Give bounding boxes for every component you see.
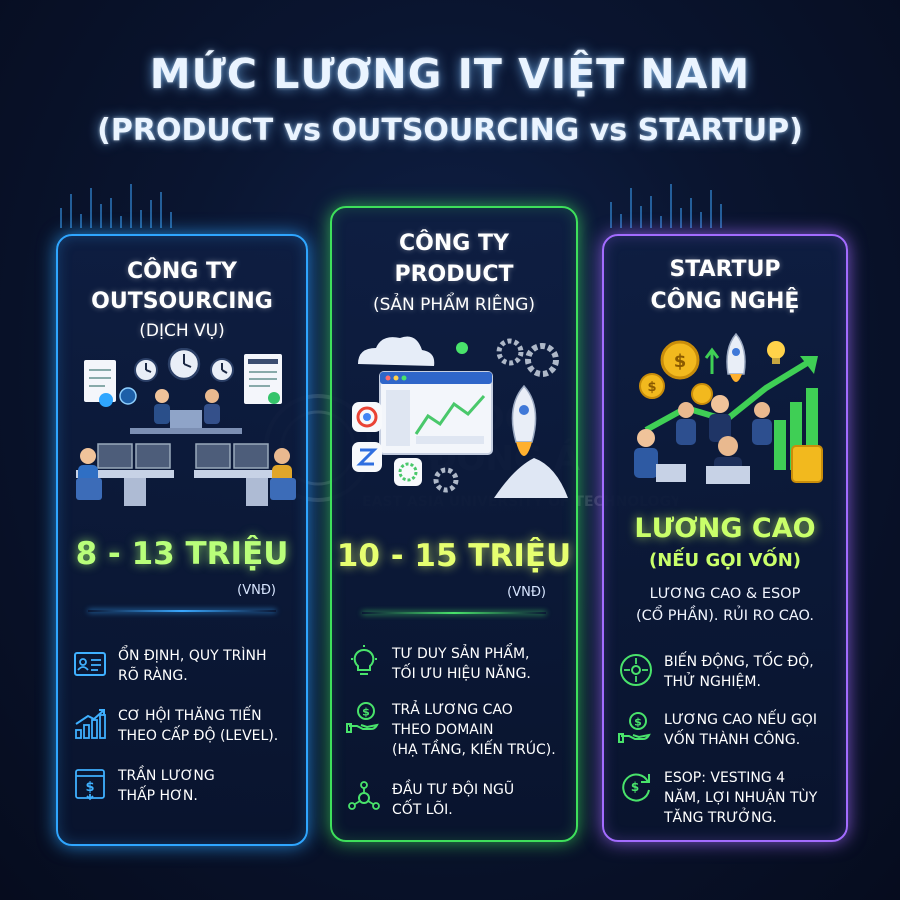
product-unit: (VNĐ) (507, 585, 546, 600)
svg-text:$: $ (631, 780, 639, 794)
outsourcing-salary: 8 - 13 TRIỆU (75, 536, 289, 572)
money-hand-icon: $ (618, 712, 651, 743)
svg-text:$: $ (647, 380, 656, 395)
page-subtitle: (PRODUCT vs OUTSOURCING vs STARTUP) (97, 113, 803, 148)
product-feature-2-line-2: THEO DOMAIN (392, 722, 494, 738)
outsourcing-feature-2-line-1: CƠ HỘI THĂNG TIẾN (118, 708, 262, 724)
product-heading-2: PRODUCT (394, 262, 514, 287)
startup-feature-2-line-2: VỐN THÀNH CÔNG. (664, 732, 801, 748)
product-feature-3-line-2: CỐT LÕI. (392, 802, 453, 818)
product-salary: 10 - 15 TRIỆU (336, 538, 572, 574)
product-card: CÔNG TY PRODUCT (SẢN PHẨM RIÊNG) 10 - 15… (330, 206, 578, 842)
product-feature-2-line-3: (HẠ TẦNG, KIẾN TRÚC). (392, 742, 556, 758)
product-feature-2: $ TRẢ LƯƠNG CAO THEO DOMAIN (HẠ TẦNG, KI… (346, 700, 568, 760)
outsourcing-feature-3-line-1: TRẦN LƯƠNG (118, 768, 215, 784)
money-hand-icon: $ (346, 702, 379, 733)
startup-salary: LƯƠNG CAO (634, 513, 816, 544)
product-feature-1: TƯ DUY SẢN PHẨM, TỐI ƯU HIỆU NĂNG. (346, 644, 568, 684)
growth-chart-icon (75, 709, 106, 739)
outsourcing-feature-3: $ TRẦN LƯƠNG THẤP HƠN. (72, 766, 298, 806)
product-heading-3: (SẢN PHẨM RIÊNG) (373, 295, 535, 315)
page-title: MỨC LƯƠNG IT VIỆT NAM (149, 50, 751, 98)
startup-feature-3: $ ESOP: VESTING 4 NĂM, LỢI NHUẬN TÙY TĂN… (618, 768, 838, 828)
startup-note-line-2: (CỔ PHẦN). RỦI RO CAO. (636, 608, 814, 624)
startup-team-illustration: $ $ (634, 332, 823, 484)
outsourcing-feature-2-line-2: THEO CẤP ĐỘ (LEVEL). (118, 728, 279, 744)
startup-feature-2: $ LƯƠNG CAO NẾU GỌI VỐN THÀNH CÔNG. (618, 710, 838, 750)
startup-feature-1-line-1: BIẾN ĐỘNG, TỐC ĐỘ, (664, 654, 814, 670)
svg-text:$: $ (85, 780, 94, 795)
product-app-illustration (352, 336, 568, 498)
product-feature-1-line-2: TỐI ƯU HIỆU NĂNG. (392, 666, 531, 682)
startup-heading-1: STARTUP (669, 257, 781, 282)
product-feature-3: ĐẦU TƯ ĐỘI NGŨ CỐT LÕI. (346, 780, 568, 820)
outsourcing-feature-1-line-2: RÕ RÀNG. (118, 668, 188, 684)
outsourcing-feature-1-line-1: ỔN ĐỊNH, QUY TRÌNH (118, 648, 267, 664)
outsourcing-divider (88, 610, 276, 612)
vesting-cycle-icon: $ (622, 773, 650, 802)
product-divider (362, 612, 546, 614)
startup-card: STARTUP CÔNG NGHỆ $ $ LƯƠNG CA (602, 234, 848, 842)
outsourcing-feature-3-line-2: THẤP HƠN. (118, 788, 198, 804)
decorative-lines-right (610, 178, 750, 228)
volatility-icon (620, 654, 652, 686)
outsourcing-unit: (VNĐ) (237, 583, 276, 598)
startup-feature-2-line-1: LƯƠNG CAO NẾU GỌI (664, 712, 817, 728)
outsourcing-feature-1: ỔN ĐỊNH, QUY TRÌNH RÕ RÀNG. (72, 646, 298, 686)
startup-feature-1: BIẾN ĐỘNG, TỐC ĐỘ, THỬ NGHIỆM. (618, 652, 838, 692)
startup-heading-2: CÔNG NGHỆ (650, 289, 800, 314)
outsourcing-heading-1: CÔNG TY (127, 259, 237, 284)
team-network-icon (348, 781, 380, 810)
startup-feature-3-line-2: NĂM, LỢI NHUẬN TÙY (664, 790, 818, 806)
startup-feature-3-line-1: ESOP: VESTING 4 (664, 770, 786, 786)
lightbulb-icon (351, 645, 377, 675)
startup-feature-3-line-3: TĂNG TRƯỞNG. (664, 810, 777, 826)
outsourcing-card: CÔNG TY OUTSOURCING (DỊCH VỤ) (56, 234, 308, 846)
startup-feature-1-line-2: THỬ NGHIỆM. (664, 674, 761, 690)
startup-salary-condition: (NẾU GỌI VỐN) (648, 550, 802, 571)
svg-text:$: $ (674, 351, 687, 372)
startup-note-line-1: LƯƠNG CAO & ESOP (649, 586, 801, 602)
office-team-illustration (76, 348, 296, 506)
outsourcing-heading-2: OUTSOURCING (91, 289, 273, 314)
product-feature-1-line-1: TƯ DUY SẢN PHẨM, (392, 646, 530, 662)
product-feature-2-line-1: TRẢ LƯƠNG CAO (392, 702, 513, 718)
outsourcing-heading-3: (DỊCH VỤ) (139, 321, 225, 341)
salary-cap-icon: $ (75, 769, 105, 801)
product-heading-1: CÔNG TY (399, 231, 509, 256)
decorative-lines-left (60, 178, 200, 228)
product-feature-3-line-1: ĐẦU TƯ ĐỘI NGŨ (392, 782, 515, 798)
svg-text:$: $ (362, 706, 370, 719)
outsourcing-feature-2: CƠ HỘI THĂNG TIẾN THEO CẤP ĐỘ (LEVEL). (72, 706, 298, 746)
profile-card-icon (74, 652, 106, 676)
svg-text:$: $ (634, 716, 642, 729)
